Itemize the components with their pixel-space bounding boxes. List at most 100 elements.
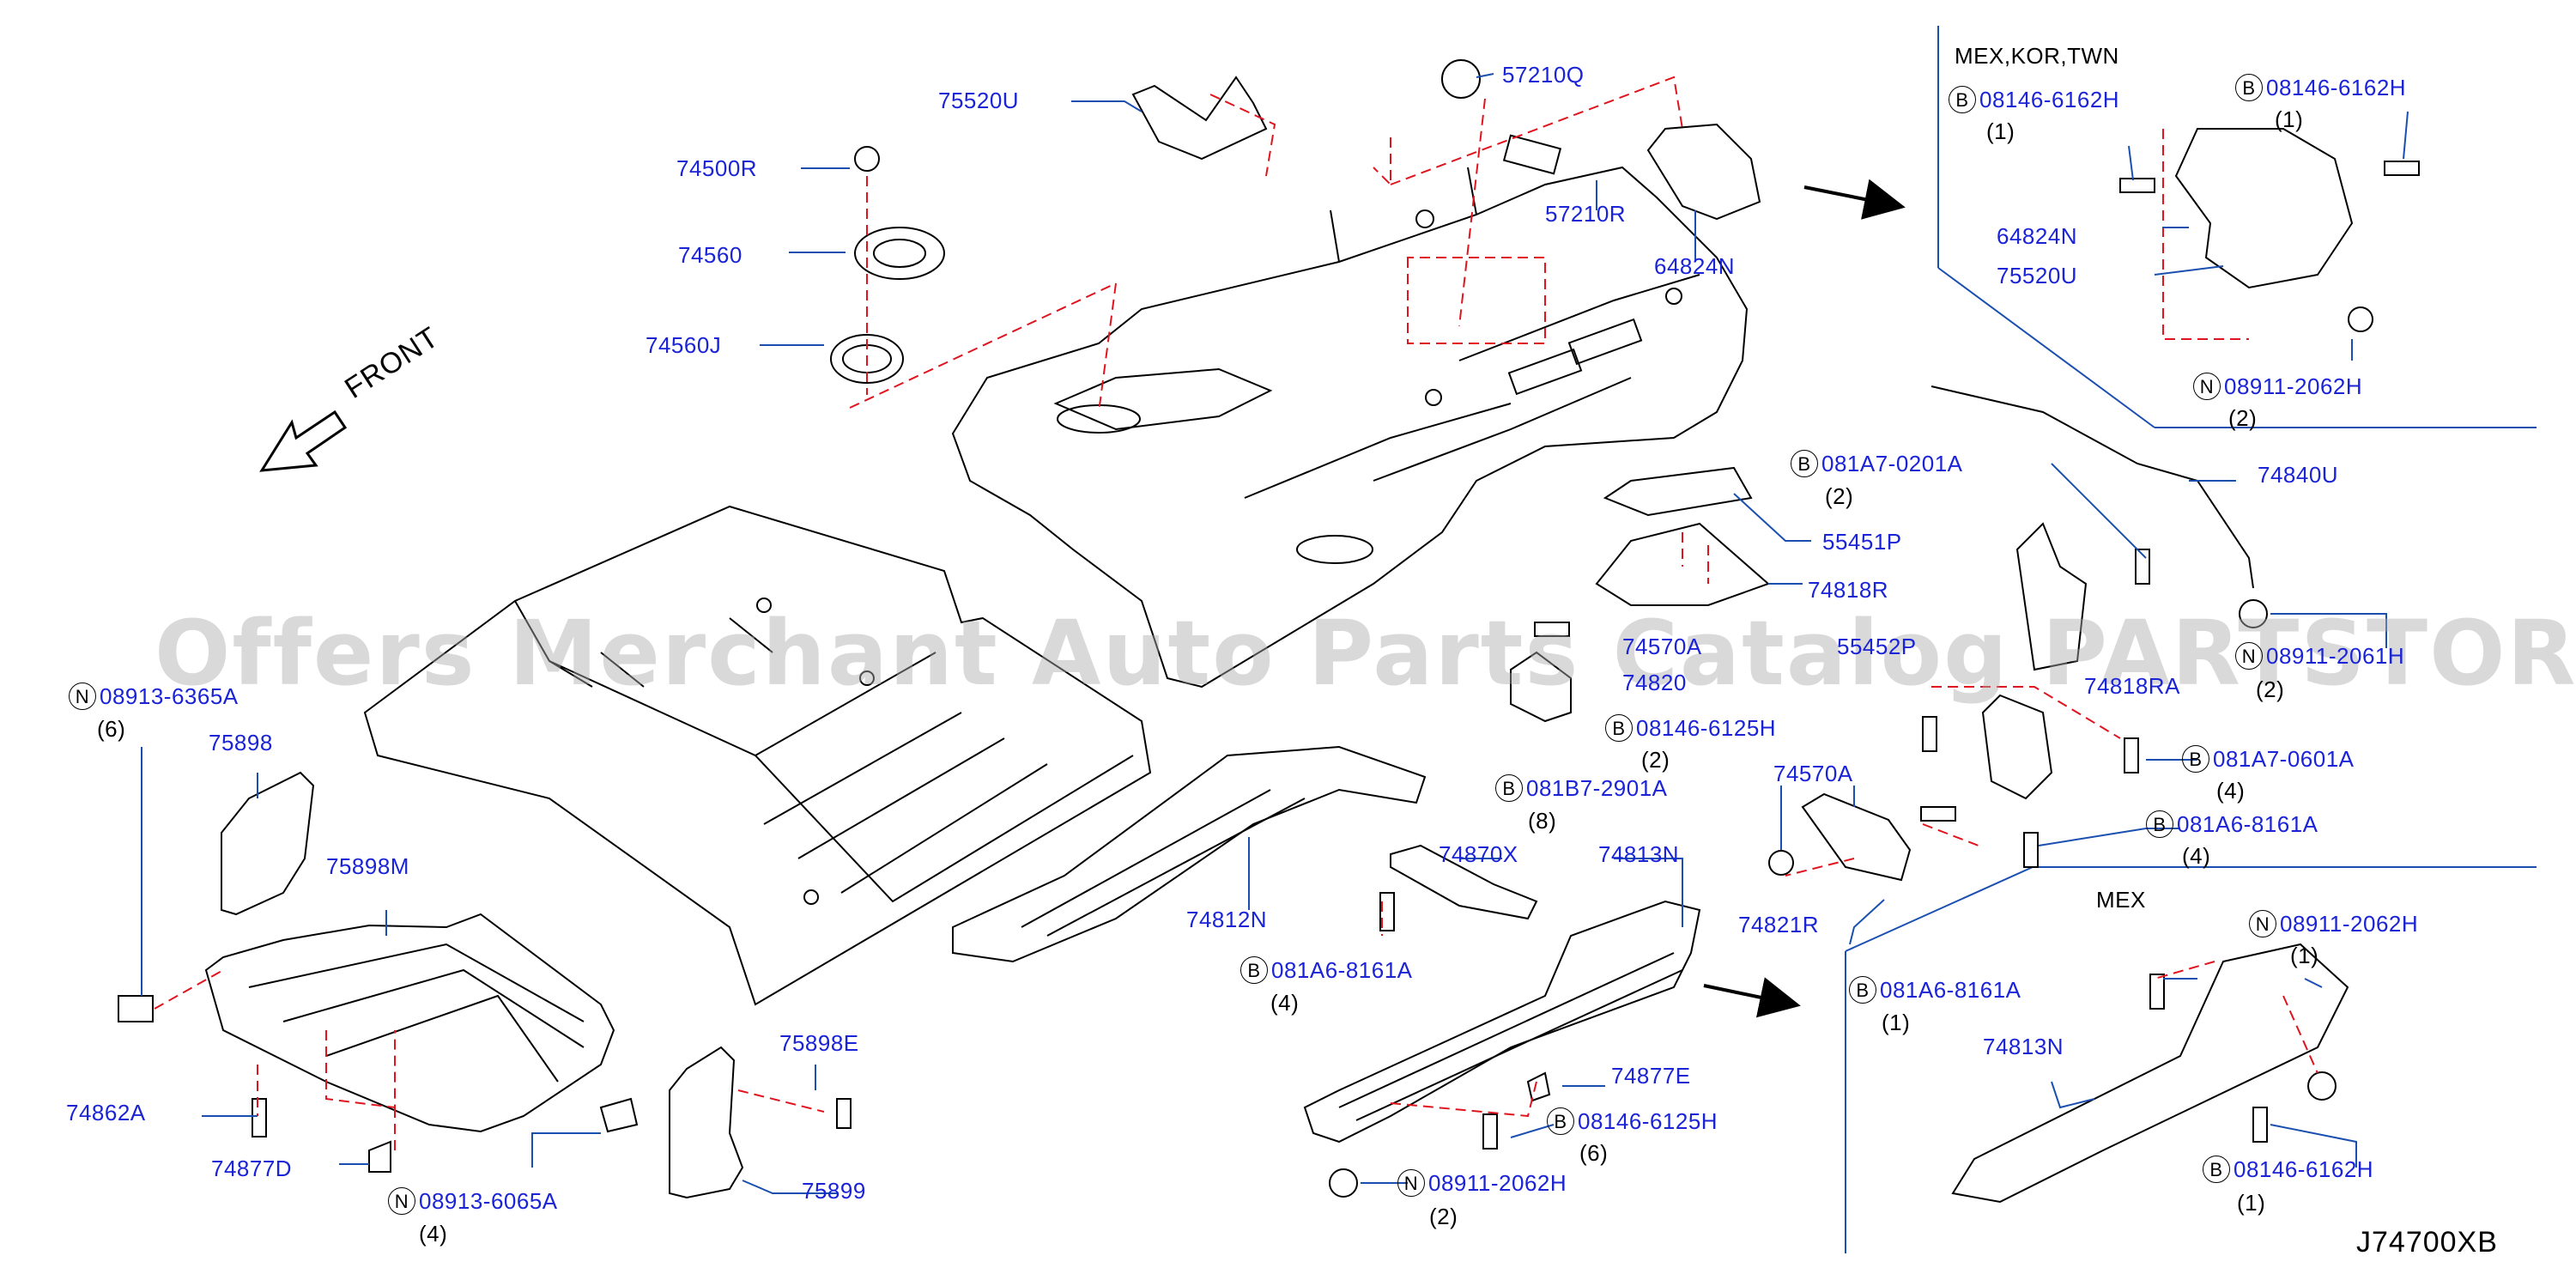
inset-top-qty-nut: (2) — [2228, 405, 2258, 431]
part-081A7-0601A[interactable]: 081A7-0601A — [2213, 746, 2355, 772]
qty-081A6-8161A-mid: (4) — [1270, 990, 1300, 1016]
part-57210Q[interactable]: 57210Q — [1502, 62, 1585, 88]
bolt-badge-icon: B — [1605, 714, 1633, 742]
front-arrow-icon — [259, 410, 348, 472]
inset-bottom-qty-bolt: (1) — [1882, 1010, 1911, 1035]
part-75899[interactable]: 75899 — [802, 1178, 866, 1204]
part-08911-2061H[interactable]: 08911-2061H — [2266, 643, 2405, 669]
inset-bottom-74813N[interactable]: 74813N — [1983, 1034, 2064, 1059]
part-74840U[interactable]: 74840U — [2258, 462, 2339, 488]
part-74877E[interactable]: 74877E — [1611, 1063, 1691, 1089]
part-75898E[interactable]: 75898E — [779, 1030, 859, 1056]
rear-floor-panel — [951, 166, 1749, 689]
inset-top-qty-left: (1) — [1986, 118, 2015, 144]
inset-top-08146-6162H-left[interactable]: 08146-6162H — [1979, 87, 2120, 112]
part-74818RA[interactable]: 74818RA — [2084, 673, 2180, 699]
part-74821R[interactable]: 74821R — [1738, 912, 1820, 937]
qty-081B7-2901A: (8) — [1528, 808, 1557, 834]
part-74812N[interactable]: 74812N — [1186, 907, 1268, 932]
bolt-badge-icon: B — [1791, 450, 1818, 477]
part-081A7-0201A[interactable]: 081A7-0201A — [1821, 451, 1963, 476]
part-57210R[interactable]: 57210R — [1545, 201, 1627, 227]
bolt-badge-icon: B — [2182, 745, 2209, 773]
inset-top-75520U[interactable]: 75520U — [1997, 263, 2078, 288]
part-08913-6065A[interactable]: 08913-6065A — [419, 1188, 558, 1214]
grommet-74560 — [830, 146, 945, 384]
part-75520U[interactable]: 75520U — [938, 88, 1020, 113]
part-08146-6125H-low[interactable]: 08146-6125H — [1578, 1108, 1718, 1134]
inset-top-08146-6162H-right[interactable]: 08146-6162H — [2266, 75, 2407, 100]
part-081A6-8161A-right[interactable]: 081A6-8161A — [2177, 811, 2318, 837]
qty-081A7-0601A: (4) — [2216, 778, 2246, 804]
part-74813N[interactable]: 74813N — [1598, 841, 1680, 867]
pad-57210R — [1502, 134, 1562, 175]
inset-frame-top — [1937, 26, 2537, 428]
part-74870X[interactable]: 74870X — [1439, 841, 1518, 867]
inset-bottom-081A6-8161A[interactable]: 081A6-8161A — [1880, 977, 2021, 1003]
bracket-64824N — [1646, 123, 1761, 221]
part-74560J[interactable]: 74560J — [646, 332, 722, 358]
part-74570A[interactable]: 74570A — [1773, 761, 1853, 786]
part-08146-6125H-mid[interactable]: 08146-6125H — [1636, 715, 1777, 741]
inset-top-64824N[interactable]: 64824N — [1997, 223, 2078, 249]
inset-top-bracket — [2174, 128, 2354, 289]
phantom-lines — [154, 76, 2318, 1150]
nut-badge-icon: N — [2249, 910, 2276, 937]
part-08913-6365A[interactable]: 08913-6365A — [100, 683, 239, 709]
inset-bottom-08911-2062H[interactable]: 08911-2062H — [2280, 911, 2419, 937]
clip-74862 — [118, 995, 154, 1022]
part-75898[interactable]: 75898 — [209, 730, 273, 755]
nut-badge-icon: N — [2235, 642, 2263, 670]
part-74862A[interactable]: 74862A — [66, 1100, 146, 1125]
bolt-badge-icon: B — [1849, 976, 1876, 1004]
inset-top-qty-right: (1) — [2275, 106, 2304, 132]
nut-badge-icon: N — [388, 1187, 415, 1215]
part-74877D[interactable]: 74877D — [211, 1156, 293, 1181]
qty-08913-6065A: (4) — [419, 1221, 448, 1247]
bolt-badge-icon: B — [1240, 956, 1268, 984]
arrow-to-inset-top — [1803, 179, 1906, 220]
part-55452P[interactable]: 55452P — [1837, 634, 1917, 659]
part-74570A-upper[interactable]: 74570A — [1622, 634, 1702, 659]
strap-74840U — [1930, 385, 2254, 589]
part-081B7-2901A[interactable]: 081B7-2901A — [1526, 775, 1668, 801]
part-75898M[interactable]: 75898M — [326, 853, 409, 879]
front-floor-panel — [363, 505, 1152, 1006]
inset-bottom-08146-6162H[interactable]: 08146-6162H — [2234, 1156, 2374, 1182]
part-74560[interactable]: 74560 — [678, 242, 742, 268]
tunnel-brace — [952, 745, 1427, 963]
inset-bottom-title: MEX — [2096, 887, 2146, 913]
part-081A6-8161A-mid[interactable]: 081A6-8161A — [1271, 957, 1413, 983]
qty-08911-2061H: (2) — [2256, 676, 2285, 702]
part-74500R[interactable]: 74500R — [676, 155, 758, 181]
part-64824N[interactable]: 64824N — [1654, 253, 1736, 279]
bolt-badge-icon: B — [1949, 86, 1976, 113]
bolt-badge-icon: B — [2146, 810, 2173, 838]
inset-top-08911-2062H[interactable]: 08911-2062H — [2224, 373, 2363, 399]
part-74818R[interactable]: 74818R — [1808, 577, 1889, 603]
under-cover-75898M — [204, 913, 615, 1133]
part-74820-upper[interactable]: 74820 — [1622, 670, 1687, 695]
part-08911-2062H-low[interactable]: 08911-2062H — [1428, 1170, 1567, 1196]
bracket-74818RA — [1981, 694, 2053, 800]
part-55451P[interactable]: 55451P — [1822, 529, 1902, 555]
